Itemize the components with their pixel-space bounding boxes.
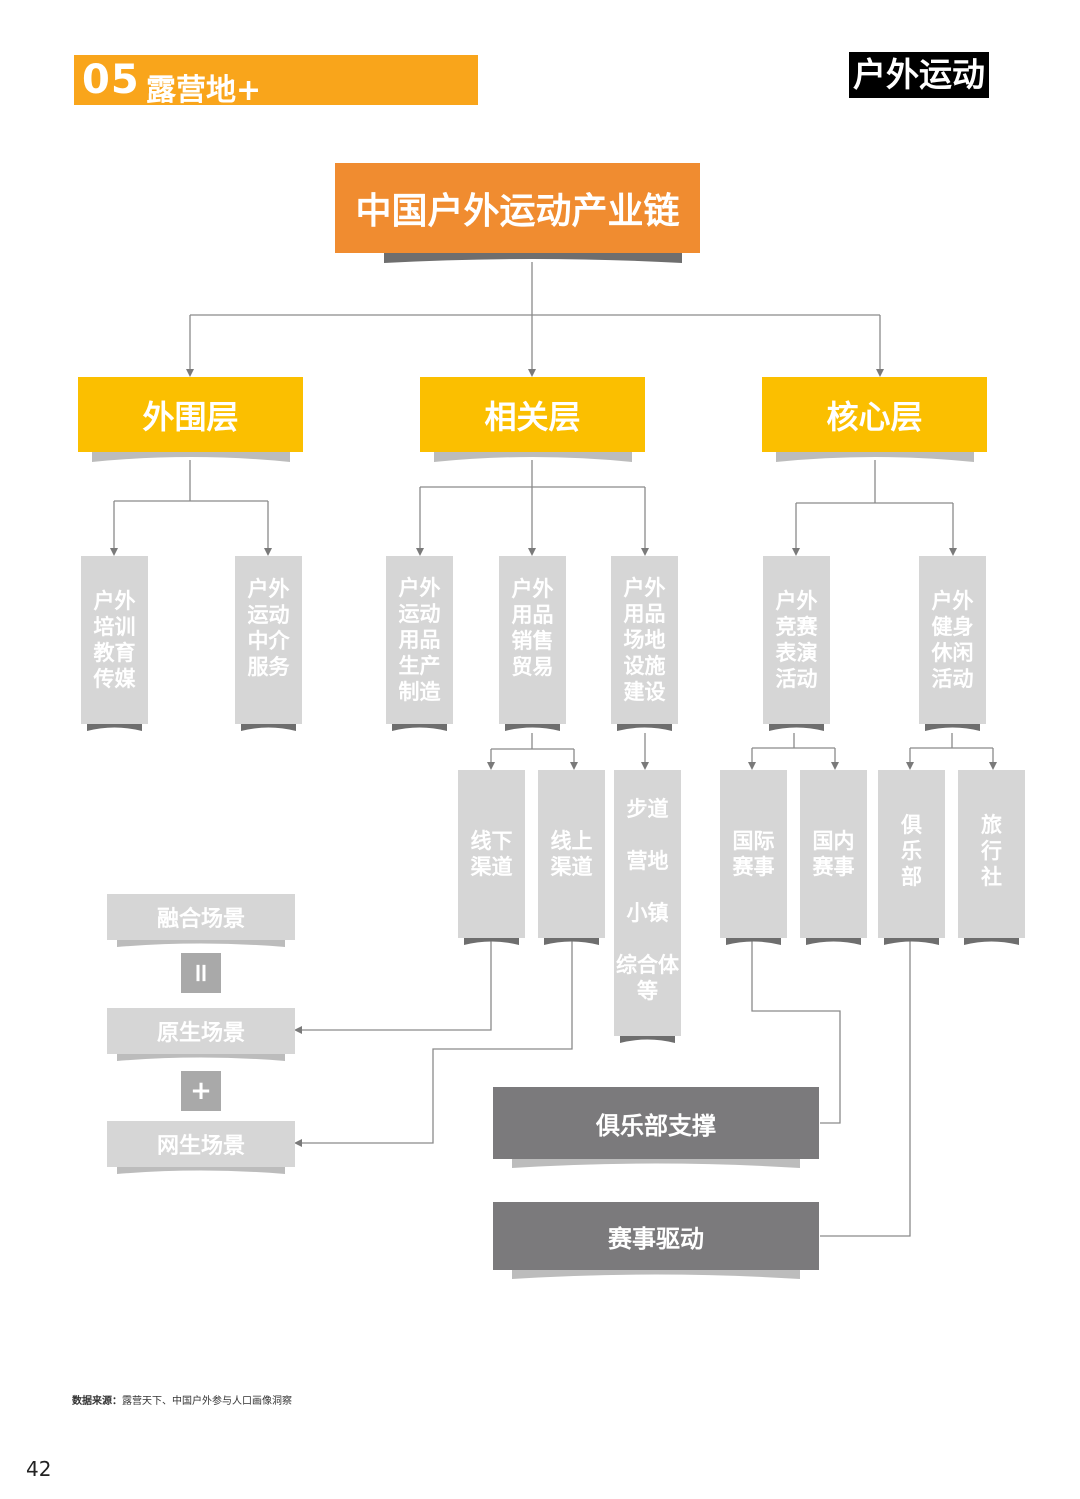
facility-town: 小镇 [626,901,669,925]
node-facilities: 步道 营地 小镇 综合体等 [614,770,681,1036]
source-label: 数据来源： [72,1396,122,1407]
node-label: 旅行社 [981,813,1002,889]
driver-shadow [512,1270,800,1279]
root-shadow [384,253,682,263]
node-equipment-manufacturing: 户外运动用品生产制造 [386,556,453,724]
col-shadow [544,938,599,945]
scene-native: 原生场景 [107,1008,295,1054]
equals-sign: = [185,962,216,984]
section-title: 露营地+ [146,73,262,108]
root-node: 中国户外运动产业链 [335,163,700,253]
section-number: 05 [82,57,140,103]
node-clubs: 俱乐部 [878,770,945,938]
node-domestic-events: 国内赛事 [800,770,867,938]
facility-trail: 步道 [626,797,669,821]
facility-campsite: 营地 [626,849,669,873]
scene-shadow [117,940,285,947]
layer-related: 相关层 [420,377,645,452]
node-label: 国内赛事 [812,829,855,879]
col-shadow [925,724,980,731]
node-equipment-sales: 户外用品销售贸易 [499,556,566,724]
col-shadow [617,724,672,731]
node-label: 线下渠道 [470,829,513,879]
connector-root-to-layers [190,262,880,316]
node-outdoor-training-media: 户外培训教育传媒 [81,556,148,724]
facility-complex: 综合体等 [616,953,679,1003]
connector-offline-to-native [294,940,492,1034]
scene-shadow [117,1167,285,1174]
node-label: 户外运动用品生产制造 [398,576,441,704]
node-label: 户外用品销售贸易 [511,577,554,679]
equals-operator: = [181,953,221,993]
node-label: 户外运动中介服务 [247,577,290,679]
layer-outer-shadow [92,452,290,462]
layer-related-shadow [434,452,632,462]
col-shadow [620,1036,675,1043]
connector-club-to-event-driven [820,940,911,1237]
node-international-events: 国际赛事 [720,770,787,938]
col-shadow [392,724,447,731]
col-shadow [87,724,142,731]
layer-core-shadow [776,452,974,462]
col-shadow [964,938,1019,945]
driver-club-support: 俱乐部支撑 [493,1087,819,1159]
node-label: 线上渠道 [550,829,593,879]
source-text: 露营天下、中国户外参与人口画像洞察 [122,1396,292,1407]
node-label: 户外竞赛表演活动 [775,589,818,691]
node-label: 国际赛事 [732,829,775,879]
col-shadow [884,938,939,945]
col-shadow [464,938,519,945]
node-fitness-leisure: 户外健身休闲活动 [919,556,986,724]
node-label: 户外用品场地设施建设 [623,576,666,704]
driver-event-driven: 赛事驱动 [493,1202,819,1270]
node-label: 户外健身休闲活动 [931,589,974,691]
col-shadow [505,724,560,731]
node-offline-channel: 线下渠道 [458,770,525,938]
col-shadow [806,938,861,945]
node-label: 俱乐部 [901,813,922,889]
node-outdoor-agency-service: 户外运动中介服务 [235,556,302,724]
section-header: 05 露营地+ [74,55,478,108]
data-source: 数据来源：露营天下、中国户外参与人口画像洞察 [72,1392,292,1407]
page-number: 42 [26,1457,52,1481]
node-venue-construction: 户外用品场地设施建设 [611,556,678,724]
category-badge: 户外运动 [849,52,989,98]
scene-fusion: 融合场景 [107,894,295,940]
col-shadow [769,724,824,731]
node-competition-activities: 户外竞赛表演活动 [763,556,830,724]
node-online-channel: 线上渠道 [538,770,605,938]
node-travel-agencies: 旅行社 [958,770,1025,938]
scene-online: 网生场景 [107,1121,295,1167]
col-shadow [726,938,781,945]
node-label: 户外培训教育传媒 [93,589,136,691]
col-shadow [241,724,296,731]
layer-core: 核心层 [762,377,987,452]
driver-shadow [512,1159,800,1168]
scene-shadow [117,1054,285,1061]
layer-outer: 外围层 [78,377,303,452]
plus-operator: + [181,1071,221,1111]
